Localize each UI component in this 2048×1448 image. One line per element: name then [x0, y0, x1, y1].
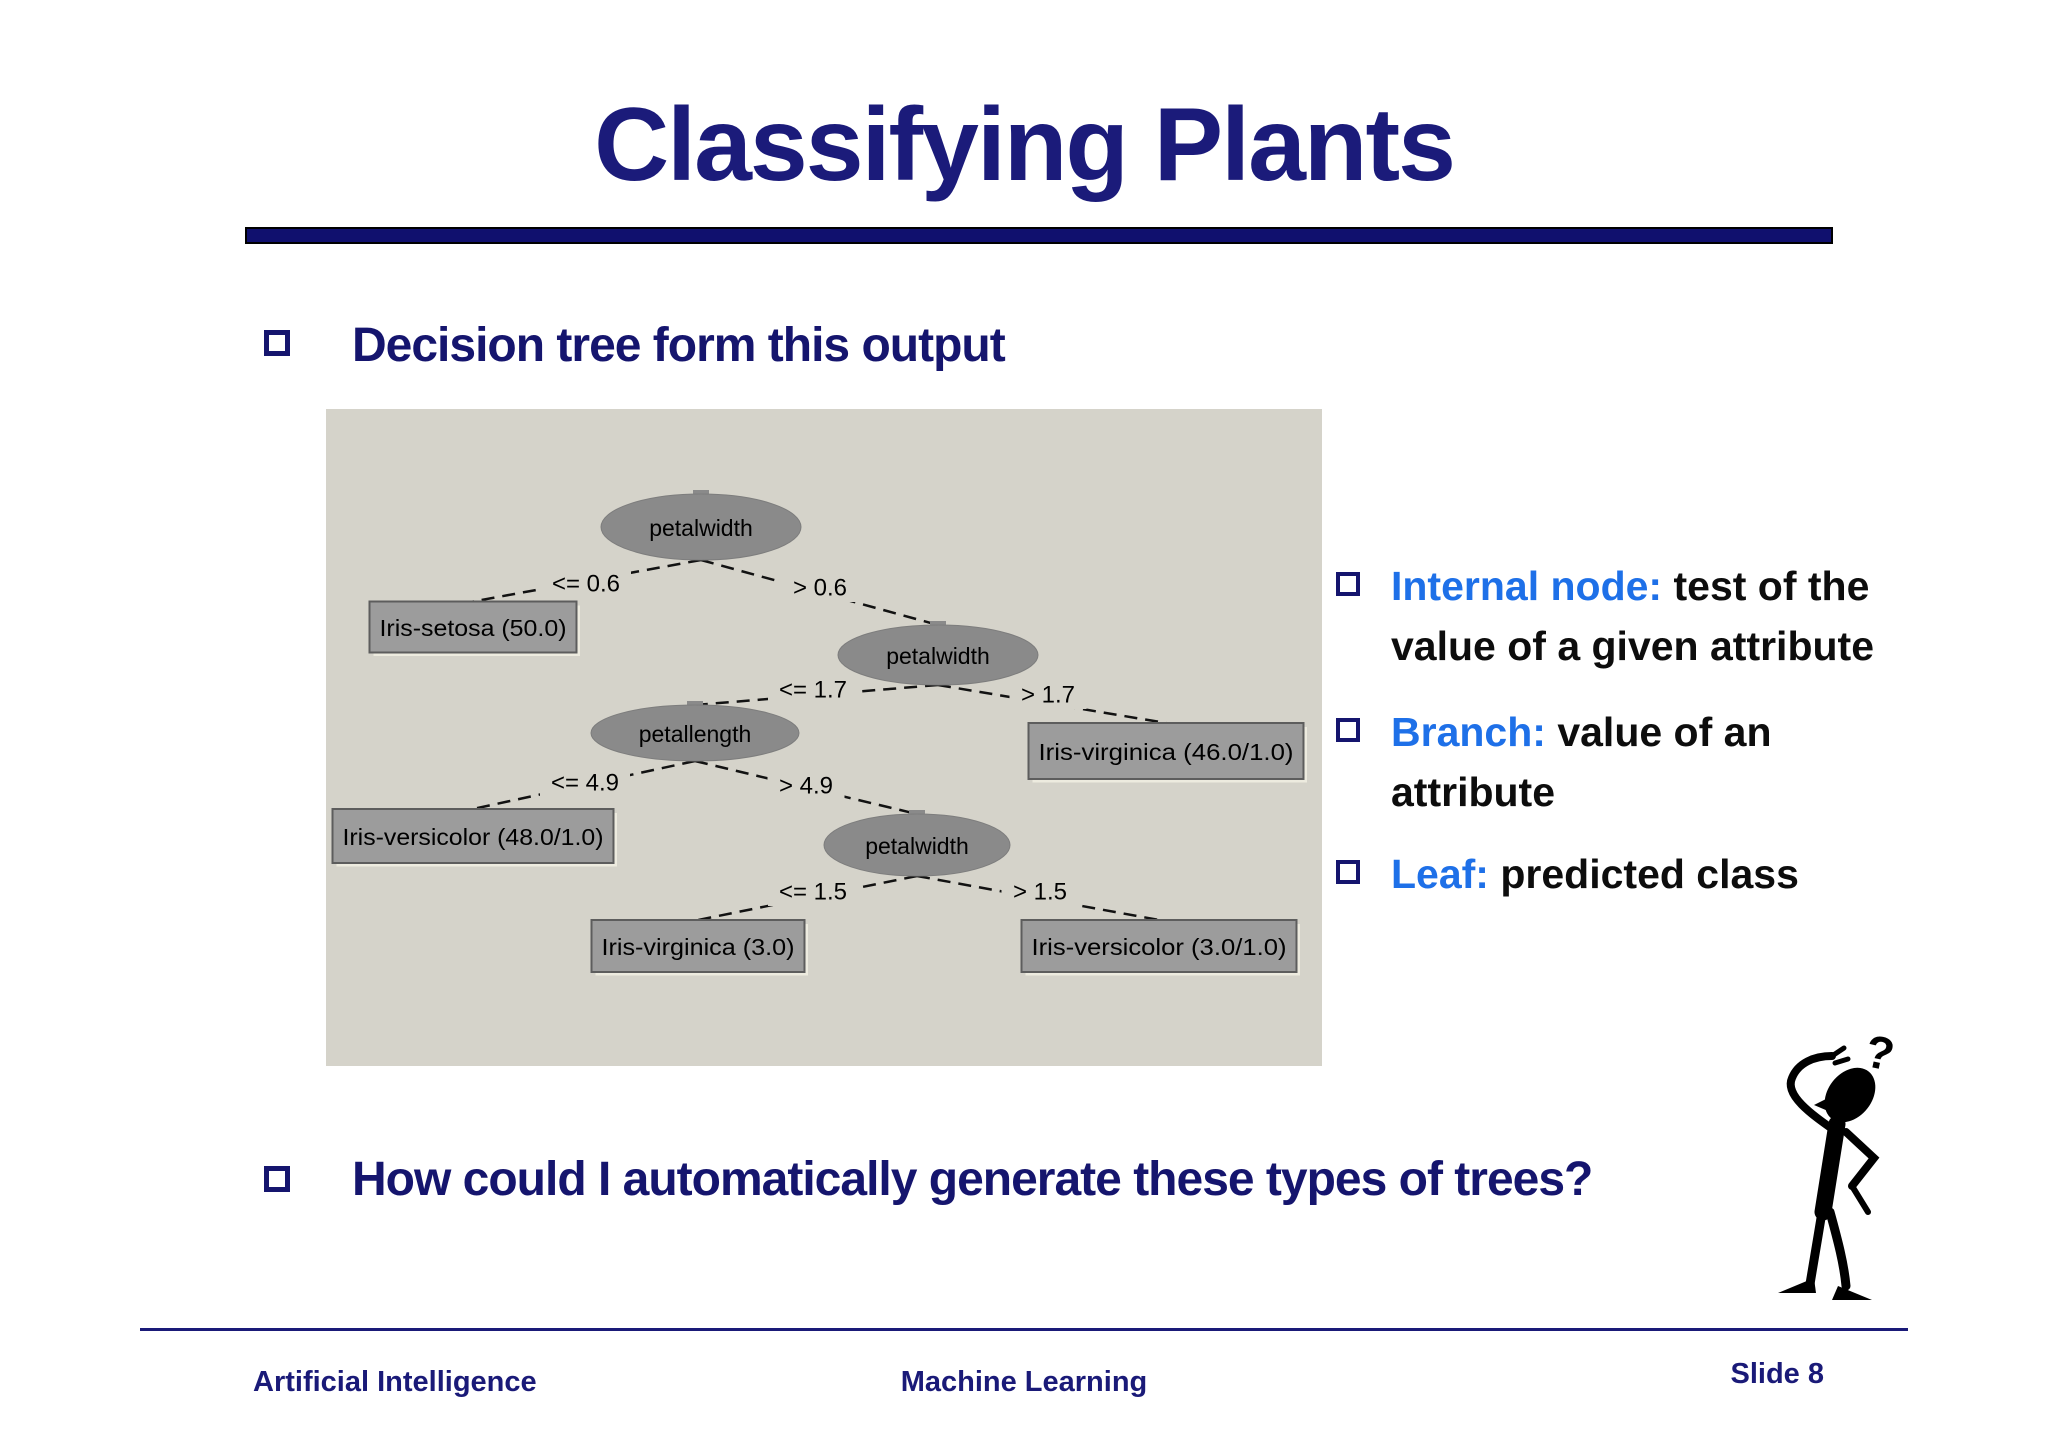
- tree-branch-label: > 1.5: [1013, 879, 1067, 906]
- bullet-square-icon: [1336, 572, 1360, 596]
- bullet-square-icon: [264, 1166, 290, 1192]
- figure-hand-fingers: [1829, 1045, 1851, 1066]
- tree-node-label: petalwidth: [886, 643, 990, 669]
- tree-branch-label: > 0.6: [793, 575, 847, 602]
- tree-node-label: petalwidth: [865, 833, 969, 859]
- definition-text: test of the: [1673, 563, 1870, 609]
- tree-edge-label-bg: [768, 676, 858, 704]
- footer-topic: Machine Learning: [900, 1366, 1148, 1398]
- figure-right-leg: [1825, 1207, 1851, 1291]
- thinking-person-figure: ?: [1778, 1024, 1899, 1300]
- leaf-highlight: [1032, 727, 1307, 783]
- figure-nose: [1814, 1098, 1828, 1111]
- bullet-square-icon: [264, 330, 290, 356]
- definition-leaf: Leaf: predicted class: [1336, 844, 1906, 904]
- figure-right-foot: [1832, 1286, 1872, 1300]
- tree-branch-label: > 1.7: [1021, 682, 1075, 709]
- tree-edge-label-bg: [1001, 878, 1079, 906]
- footer-divider: [140, 1328, 1908, 1331]
- tree-edge-label-bg: [541, 570, 631, 598]
- tree-branch-label: <= 4.9: [551, 770, 619, 797]
- tree-branch-label: > 4.9: [779, 773, 833, 800]
- tree-edge-label-bg: [768, 878, 858, 906]
- definition-text: value of an: [1557, 709, 1772, 755]
- tree-decision-node: [823, 813, 1011, 877]
- definition-branch: Branch: value of an attribute: [1336, 702, 1906, 822]
- definition-line: Leaf: predicted class: [1391, 844, 1799, 904]
- question-mark: ?: [1861, 1024, 1899, 1081]
- page-title: Classifying Plants: [594, 87, 1456, 203]
- tree-edge-label-bg: [781, 574, 859, 602]
- figure-arm-on-hip: [1842, 1128, 1880, 1190]
- tree-edge-label-bg: [540, 769, 630, 797]
- tree-node-label: petalwidth: [649, 515, 753, 541]
- definition-term: Branch:: [1391, 709, 1546, 755]
- definition-internal-node: Internal node: test of the value of a gi…: [1336, 556, 1906, 676]
- bullet-square-icon: [1336, 718, 1360, 742]
- definition-line: Internal node: test of the: [1391, 556, 1874, 616]
- tree-branch-label: <= 1.7: [779, 677, 847, 704]
- leaf-highlight: [595, 924, 808, 976]
- tree-leaf-box: [1027, 722, 1305, 780]
- footer-course: Artificial Intelligence: [253, 1366, 537, 1398]
- tree-leaf-label: Iris-setosa (50.0): [380, 615, 567, 641]
- figure-hip-hand: [1849, 1183, 1871, 1215]
- figure-left-leg: [1805, 1207, 1827, 1289]
- decision-tree-panel: <= 0.6 > 0.6 <= 1.7 > 1.7 <= 4.9 > 4.9 <= 1.5 >…: [326, 409, 1322, 1066]
- tree-leaf-box: [590, 919, 806, 973]
- decision-tree-svg: <= 0.6 > 0.6 <= 1.7 > 1.7 <= 4.9 > 4.9 <= 1.5 >…: [331, 490, 1307, 976]
- tree-leaf-box: [1020, 919, 1298, 973]
- tree-node-label: petallength: [639, 721, 752, 747]
- title-divider: [245, 227, 1833, 244]
- tree-edge-label-bg: [767, 772, 845, 800]
- figure-raised-arm: [1786, 1052, 1842, 1137]
- tree-decision-node: [600, 493, 802, 561]
- tree-decision-node: [837, 624, 1039, 686]
- leaf-highlight: [1025, 924, 1300, 976]
- tree-decision-node: [590, 704, 800, 762]
- definitions-list: Internal node: test of the value of a gi…: [1336, 556, 1906, 904]
- figure-body: [1814, 1115, 1846, 1221]
- tree-leaf-label: Iris-versicolor (3.0/1.0): [1032, 934, 1287, 960]
- definition-term: Internal node:: [1391, 563, 1663, 609]
- figure-head: [1824, 1067, 1876, 1123]
- definition-text: value of a given attribute: [1391, 623, 1874, 669]
- tree-leaf-label: Iris-virginica (3.0): [602, 934, 795, 960]
- figure-left-foot: [1778, 1278, 1816, 1293]
- bullet-square-icon: [1336, 860, 1360, 884]
- footer-slide-number: Slide 8: [1730, 1358, 1825, 1390]
- tree-leaf-box: [368, 600, 578, 654]
- definition-line: Branch: value of an: [1391, 702, 1772, 762]
- bullet-top-text: Decision tree form this output: [352, 319, 1006, 372]
- tree-leaf-label: Iris-virginica (46.0/1.0): [1039, 739, 1294, 765]
- leaf-highlight: [336, 813, 617, 867]
- bullet-bottom-text: How could I automatically generate these…: [352, 1153, 1593, 1206]
- tree-leaf-label: Iris-versicolor (48.0/1.0): [343, 824, 604, 850]
- tree-edge-label-bg: [1009, 681, 1087, 709]
- definition-text: predicted class: [1500, 851, 1799, 897]
- leaf-highlight: [373, 605, 580, 656]
- definition-term: Leaf:: [1391, 851, 1489, 897]
- tree-leaf-box: [331, 808, 615, 864]
- definition-text: attribute: [1391, 769, 1555, 815]
- tree-branch-label: <= 1.5: [779, 879, 847, 906]
- tree-branch-label: <= 0.6: [552, 571, 620, 598]
